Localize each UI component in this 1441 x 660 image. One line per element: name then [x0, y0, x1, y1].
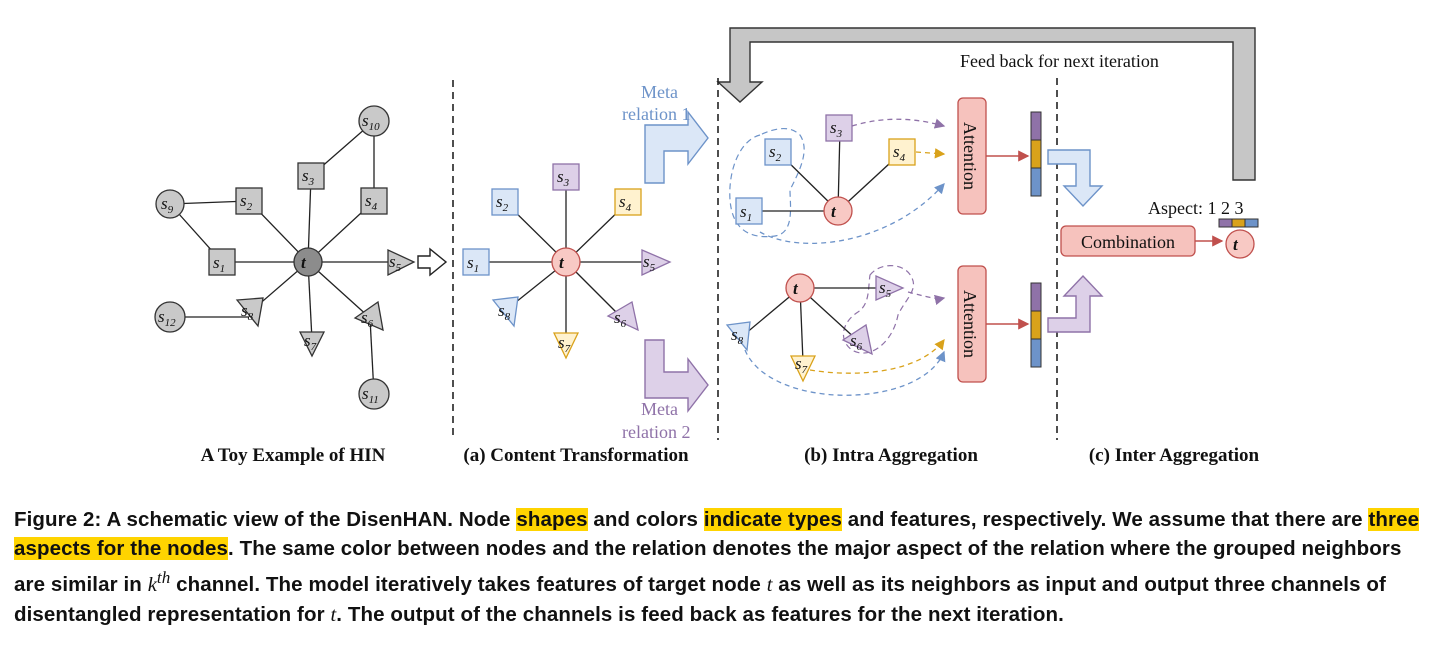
toy-node-s2 — [235, 187, 263, 215]
a-target-node — [551, 247, 581, 277]
highlight-shapes: shapes — [516, 508, 588, 531]
aspect-bar — [1218, 218, 1259, 228]
a-node-s5 — [641, 249, 672, 277]
toy-node-s6 — [353, 300, 384, 332]
meta-relation-2-line2: relation 2 — [622, 422, 690, 442]
toy-node-s3 — [297, 162, 325, 190]
a-node-s4 — [614, 188, 642, 216]
attention-box-top: Attention — [957, 97, 987, 215]
a-node-s3 — [552, 163, 580, 191]
highlight-indicate-types: indicate types — [703, 508, 842, 531]
feedback-arrow — [716, 27, 1256, 181]
channel-bar-bottom — [1030, 282, 1042, 368]
toy-node-s1 — [208, 248, 236, 276]
panel-title-toy: A Toy Example of HIN — [201, 445, 386, 466]
panel-title-b: (b) Intra Aggregation — [804, 445, 978, 466]
attention-box-bottom: Attention — [957, 265, 987, 383]
a-node-s1 — [462, 248, 490, 276]
toy-node-s7 — [298, 331, 326, 358]
svg-text:t: t — [831, 202, 837, 221]
disenhan-figure: Feed back for next iteration — [154, 27, 1260, 466]
channel-bar-top — [1030, 111, 1042, 197]
meta-relation-2-line1: Meta — [641, 399, 678, 419]
svg-text:t: t — [559, 253, 565, 272]
meta-relation-1-line2: relation 1 — [622, 104, 690, 124]
panel-title-c: (c) Inter Aggregation — [1089, 445, 1260, 466]
toy-node-s5 — [387, 248, 416, 277]
toy-node-s10 — [358, 105, 390, 137]
content-transformation-graph: t s1 s2 s3 s4 s5 s6 s7 s8 — [462, 163, 672, 360]
feedback-label: Feed back for next iteration — [960, 51, 1159, 71]
toy-node-s8 — [235, 297, 264, 328]
a-node-s8 — [491, 296, 519, 328]
toy-node-s11 — [358, 378, 390, 410]
meta-relation-2-arrow — [644, 339, 709, 414]
svg-text:Attention: Attention — [960, 290, 980, 358]
transform-arrow — [417, 247, 448, 277]
meta-relation-1-arrow — [644, 109, 709, 184]
svg-text:t: t — [1233, 235, 1239, 254]
svg-text:s5: s5 — [879, 278, 892, 300]
svg-text:Combination: Combination — [1081, 232, 1175, 252]
toy-node-s9 — [155, 189, 185, 219]
a-node-s7 — [552, 332, 580, 360]
inter-arrow-top — [1047, 149, 1104, 208]
a-node-s6 — [606, 300, 639, 332]
meta-relation-1-line1: Meta — [641, 82, 678, 102]
toy-node-s4 — [360, 187, 388, 215]
toy-example-graph: t s1 s2 s3 s4 s5 s6 s7 s8 s9 s10 s11 s12 — [154, 105, 416, 410]
svg-text:t: t — [301, 253, 307, 272]
toy-target-node — [293, 247, 323, 277]
panel-separators — [452, 78, 1058, 440]
a-node-s2 — [491, 188, 519, 216]
toy-node-s12 — [154, 301, 186, 333]
output-target-node — [1225, 229, 1255, 259]
intra-aggregation-top: t s1 s2 s3 s4 — [729, 114, 946, 244]
figure-caption: Figure 2: A schematic view of the DisenH… — [14, 508, 1420, 626]
panel-title-a: (a) Content Transformation — [463, 445, 689, 466]
inter-arrow-bottom — [1047, 274, 1104, 333]
intra-aggregation-bottom: t s8 s7 s5 s6 — [725, 265, 946, 396]
aspect-label: Aspect: 1 2 3 — [1148, 198, 1243, 218]
combination-box: Combination — [1060, 225, 1196, 257]
svg-text:Attention: Attention — [960, 122, 980, 190]
svg-text:t: t — [793, 279, 799, 298]
